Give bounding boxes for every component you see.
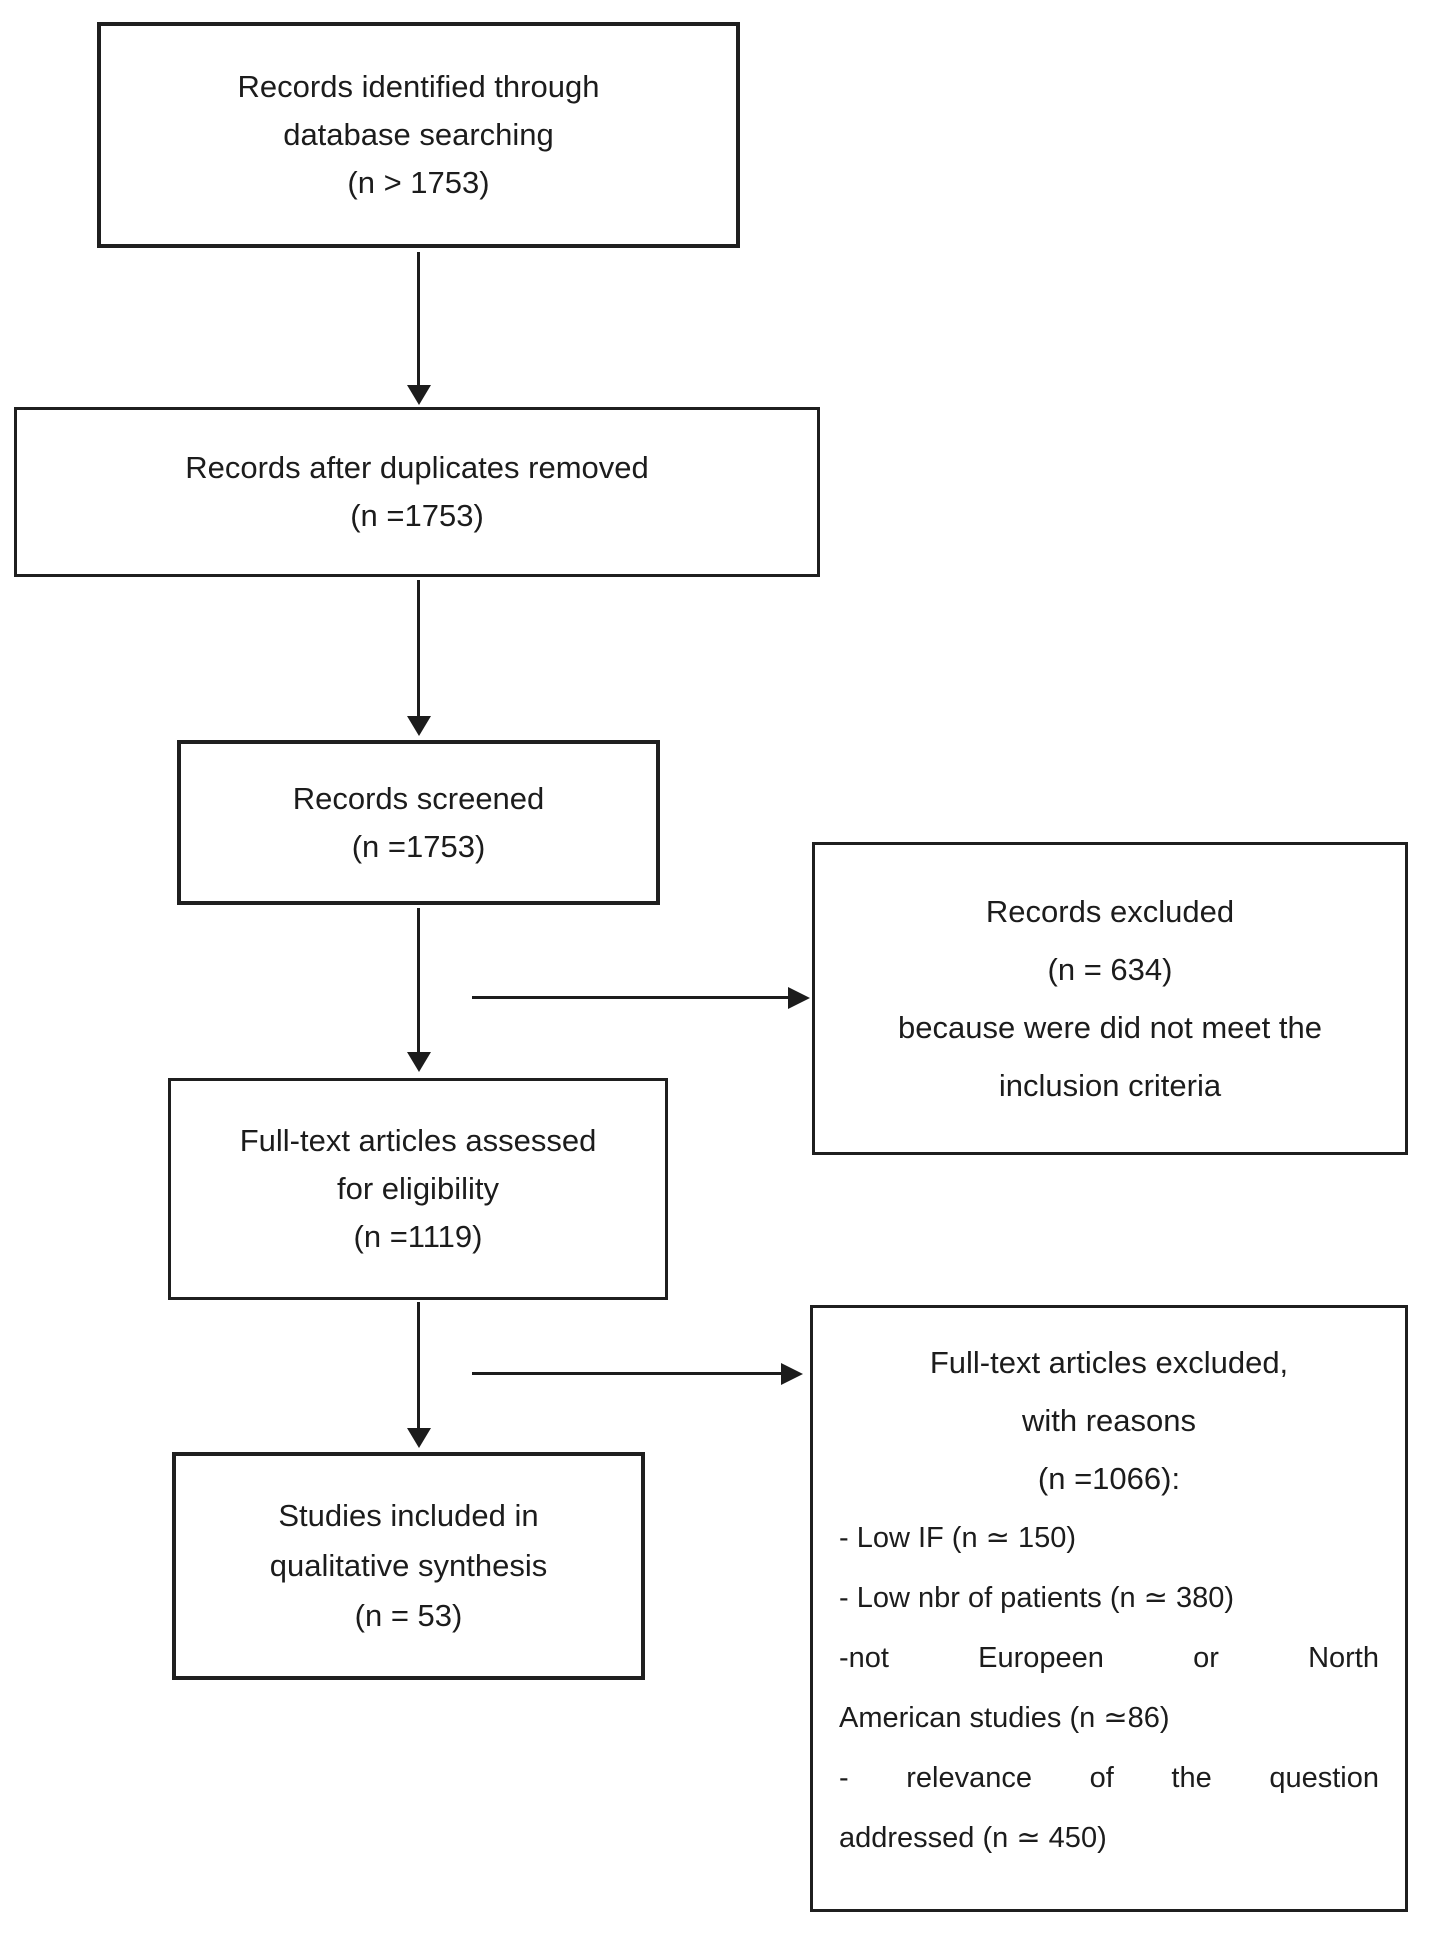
box-text-line: for eligibility — [337, 1171, 499, 1206]
arrow-line — [472, 1372, 783, 1375]
box-text-line: with reasons — [1021, 1403, 1197, 1438]
box-text-line: (n =1753) — [351, 828, 486, 864]
box-text-line: Records screened — [292, 780, 545, 816]
box-text-line: Records excluded — [985, 893, 1235, 929]
box-records-identified: Records identified through database sear… — [97, 22, 740, 248]
arrow-line — [417, 908, 420, 1053]
box-text-line: Full-text articles assessed — [239, 1123, 597, 1158]
arrow-line — [417, 1302, 420, 1429]
arrow-head — [407, 385, 431, 405]
box-text-line: (n > 1753) — [347, 165, 490, 200]
box-fulltext-assessed: Full-text articles assessed for eligibil… — [168, 1078, 668, 1300]
box-text-line: (n = 634) — [1047, 951, 1173, 987]
arrow-head — [407, 1428, 431, 1448]
box-heading: Full-text articles excluded, with reason… — [839, 1334, 1379, 1508]
box-text-line: (n =1066): — [1037, 1461, 1181, 1496]
arrow-line — [417, 580, 420, 717]
box-text-line: (n =1119) — [353, 1219, 483, 1254]
exclusion-reason: -not Europeen or North — [839, 1642, 1379, 1674]
box-text-line: Records identified through — [237, 69, 600, 104]
exclusion-reason: - relevance of the question — [839, 1762, 1379, 1794]
arrow-head — [781, 1363, 803, 1385]
box-text-line: (n = 53) — [354, 1598, 463, 1633]
box-text-line: inclusion criteria — [998, 1067, 1222, 1103]
box-text-line: because were did not meet the — [898, 1009, 1322, 1045]
box-text-line: Records after duplicates removed — [185, 450, 649, 485]
box-text-line: Studies included in — [278, 1498, 539, 1533]
arrow-head — [407, 716, 431, 736]
exclusion-reason-continued: addressed (n ≃ 450) — [839, 1822, 1107, 1854]
box-text-line: (n =1753) — [350, 498, 484, 533]
arrow-head — [788, 987, 810, 1009]
box-text-line: qualitative synthesis — [269, 1548, 548, 1583]
exclusion-reason-continued: American studies (n ≃86) — [839, 1702, 1170, 1734]
box-duplicates-removed: Records after duplicates removed (n =175… — [14, 407, 820, 577]
box-text-line: database searching — [283, 117, 554, 152]
arrow-head — [407, 1052, 431, 1072]
exclusion-reason: - Low nbr of patients (n ≃ 380) — [839, 1582, 1235, 1614]
arrow-line — [417, 252, 420, 386]
box-records-excluded: Records excluded (n = 634) because were … — [812, 842, 1408, 1155]
box-text-line: Full-text articles excluded, — [929, 1345, 1289, 1380]
box-studies-included: Studies included in qualitative synthesi… — [172, 1452, 645, 1680]
box-fulltext-excluded: Full-text articles excluded, with reason… — [810, 1305, 1408, 1912]
exclusion-reason: - Low IF (n ≃ 150) — [839, 1522, 1077, 1554]
arrow-line — [472, 996, 790, 999]
box-records-screened: Records screened (n =1753) — [177, 740, 660, 905]
